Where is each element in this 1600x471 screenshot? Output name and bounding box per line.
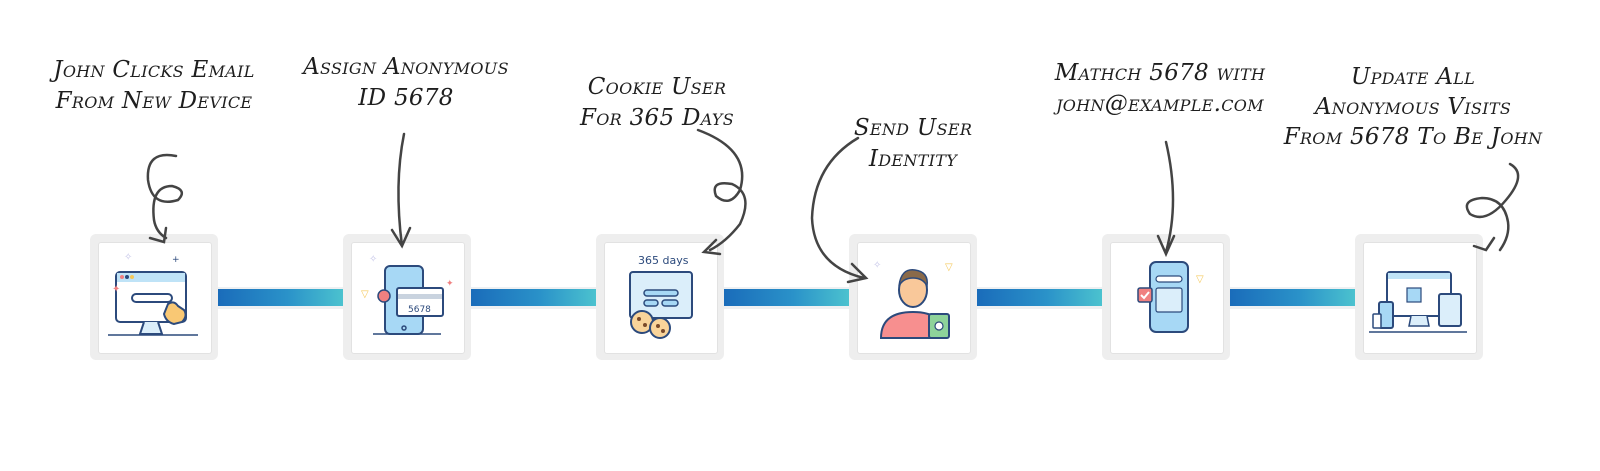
label-line: Cookie User [587,74,727,100]
step-5-label: Mathch 5678 with john@example.com [1055,58,1265,120]
label-line: Anonymous Visits [1314,94,1512,120]
arrow-step-2 [390,132,412,249]
user-identity-icon: ▽✧ [873,260,953,339]
label-line: john@example.com [1056,91,1264,117]
step-6-box [1355,234,1483,360]
svg-text:✧: ✧ [369,254,377,265]
svg-text:▽: ▽ [945,262,953,273]
phone-id-card-icon: 5678 ▽ ✧ ✦ [361,254,454,335]
connector-1-2 [218,289,344,306]
svg-text:✦: ✦ [112,284,120,295]
days-badge: 365 days [638,254,689,267]
label-line: Assign Anonymous [303,54,509,80]
label-line: Mathch 5678 with [1054,60,1266,86]
label-line: Update All [1350,64,1476,90]
arrow-step-4 [810,136,869,284]
connector-5-6 [1230,289,1356,306]
label-line: From New Device [55,88,253,114]
step-2-box: 5678 ▽ ✧ ✦ [343,234,471,360]
connector-3-4 [724,289,850,306]
svg-text:▽: ▽ [1196,274,1204,285]
label-line: For 365 Days [579,105,735,131]
card-number: 5678 [408,305,431,315]
connector-2-3 [471,289,597,306]
desktop-click-icon: ✦ ✧ + [108,252,198,336]
step-2-label: Assign Anonymous ID 5678 [303,52,509,114]
svg-text:▽: ▽ [361,289,369,300]
svg-text:✦: ✦ [446,279,454,289]
arrow-step-1 [146,153,184,244]
svg-text:✧: ✧ [124,252,132,263]
arrow-step-3 [696,128,747,256]
label-line: John Clicks Email [53,57,255,83]
label-line: From 5678 To Be John [1283,124,1543,150]
svg-text:+: + [172,255,180,265]
label-line: Send User [853,115,973,141]
step-1-box: ✦ ✧ + [90,234,218,360]
step-3-box: 365 days [596,234,724,360]
step-4-box: ▽✧ [849,234,977,360]
connector-4-5 [977,289,1103,306]
label-line: Identity [868,146,958,172]
phone-match-icon: ▽ [1137,261,1204,333]
arrow-step-5 [1156,140,1176,258]
label-line: ID 5678 [358,85,454,111]
arrow-step-6 [1465,162,1520,252]
svg-text:✧: ✧ [873,260,881,271]
browser-cookie-icon: 365 days [629,254,693,339]
multi-device-icon [1369,271,1467,333]
